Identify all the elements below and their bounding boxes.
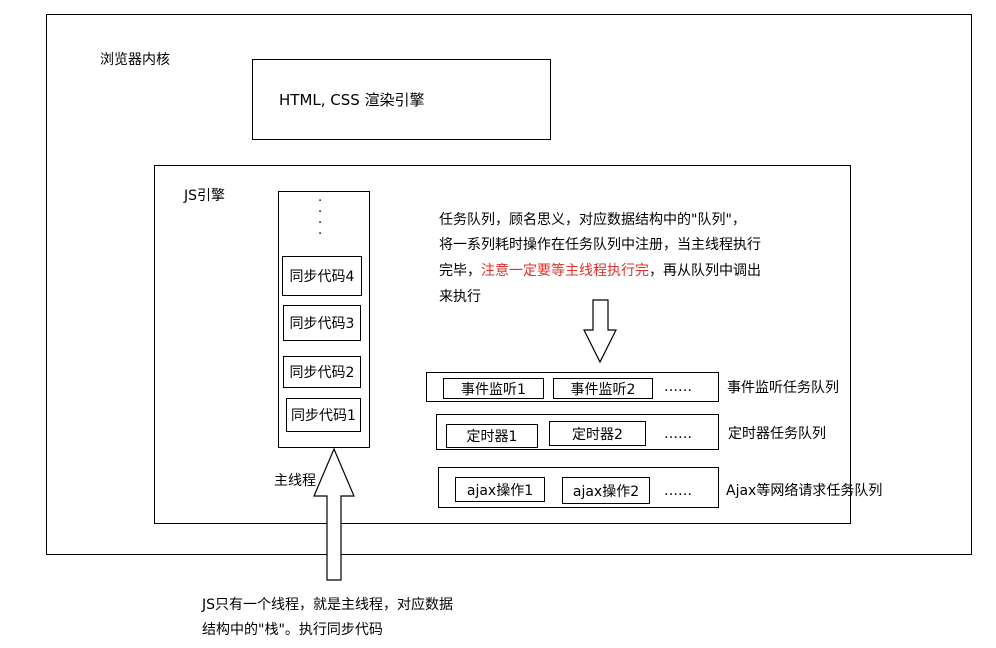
queue-down-arrow-icon — [583, 299, 617, 364]
browser-kernel-label: 浏览器内核 — [100, 52, 170, 68]
ajax-queue-label: Ajax等网络请求任务队列 — [726, 483, 883, 499]
render-engine-label: HTML, CSS 渲染引擎 — [279, 91, 425, 109]
stack-item-3: 同步代码3 — [283, 305, 361, 341]
stack-item-4: 同步代码4 — [282, 256, 362, 296]
event-queue-item-1: 事件监听1 — [443, 378, 544, 399]
main-thread-arrow-icon — [313, 447, 355, 581]
footer-desc-line2: 结构中的"栈"。执行同步代码 — [202, 622, 383, 638]
ajax-queue-item-1: ajax操作1 — [455, 477, 545, 502]
task-queue-desc-line1: 任务队列，顾名思义，对应数据结构中的"队列"， — [439, 212, 746, 228]
task-queue-desc-highlight: 注意一定要等主线程执行完 — [481, 263, 649, 279]
task-queue-desc-line3-a: 完毕， — [439, 263, 481, 279]
event-queue-label: 事件监听任务队列 — [727, 380, 839, 396]
task-queue-desc-line4: 来执行 — [439, 289, 481, 305]
ajax-queue-item-2: ajax操作2 — [562, 477, 650, 504]
task-queue-desc-line3: 完毕，注意一定要等主线程执行完，再从队列中调出 — [439, 262, 761, 280]
footer-desc-line1: JS只有一个线程，就是主线程，对应数据 — [202, 597, 454, 613]
stack-item-2: 同步代码2 — [283, 356, 361, 388]
timer-queue-ellipsis: …… — [664, 426, 692, 442]
timer-queue-item-1: 定时器1 — [446, 424, 538, 448]
task-queue-desc-line3-b: ，再从队列中调出 — [649, 263, 761, 279]
main-thread-label: 主线程 — [274, 473, 316, 489]
event-queue-ellipsis: …… — [664, 379, 692, 395]
stack-dots: ···· — [318, 194, 324, 242]
event-queue-item-2: 事件监听2 — [553, 378, 653, 399]
js-engine-label: JS引擎 — [184, 188, 226, 204]
stack-item-1: 同步代码1 — [286, 398, 361, 432]
timer-queue-label: 定时器任务队列 — [728, 426, 826, 442]
js-engine-box — [154, 165, 851, 524]
render-engine-box — [252, 59, 551, 140]
ajax-queue-ellipsis: …… — [664, 483, 692, 499]
task-queue-desc-line2: 将一系列耗时操作在任务队列中注册，当主线程执行 — [439, 237, 761, 253]
timer-queue-item-2: 定时器2 — [549, 421, 646, 446]
